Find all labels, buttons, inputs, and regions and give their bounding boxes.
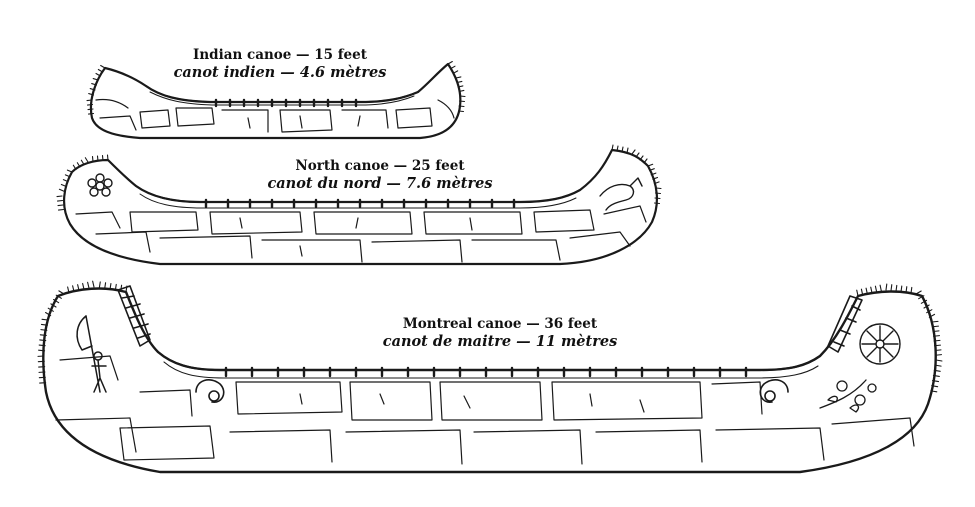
bow-fringe-stroke xyxy=(101,65,105,68)
bow-fringe-stroke xyxy=(89,114,94,115)
north-canoe-bark-panels xyxy=(76,206,646,262)
north-canoe-label-fr: canot du nord — 7.6 mètres xyxy=(250,175,510,193)
stern-fringe-stroke xyxy=(934,340,940,341)
montreal-canoe-flag-bearer-motif xyxy=(77,316,106,392)
bow-fringe-stroke xyxy=(59,210,64,211)
north-canoe-label-en: North canoe — 25 feet xyxy=(250,158,510,175)
stern-fringe-stroke xyxy=(886,284,887,290)
montreal-canoe-scroll-right xyxy=(760,380,788,402)
stern-fringe-stroke xyxy=(632,150,635,154)
stern-fringe-stroke xyxy=(880,285,881,291)
bow-fringe-stroke xyxy=(42,319,48,320)
bow-fringe-stroke xyxy=(88,109,93,110)
stern-fringe-stroke xyxy=(448,62,452,64)
bow-fringe-stroke xyxy=(41,324,47,325)
indian-canoe-caption: Indian canoe — 15 feet canot indien — 4.… xyxy=(150,47,410,82)
north-canoe-caption: North canoe — 25 feet canot du nord — 7.… xyxy=(250,158,510,193)
indian-canoe-gunwale xyxy=(146,86,418,102)
montreal-canoe-caption: Montreal canoe — 36 feet canot de maitre… xyxy=(350,316,650,351)
montreal-canoe-rosette-motif xyxy=(860,324,900,364)
montreal-canoe-lashing xyxy=(226,368,746,376)
bow-fringe-stroke xyxy=(40,335,46,336)
stern-fringe-stroke xyxy=(648,164,653,166)
stern-fringe-stroke xyxy=(932,321,938,322)
stern-fringe-stroke xyxy=(936,355,942,356)
stern-fringe-stroke xyxy=(456,77,461,78)
stern-fringe-stroke xyxy=(934,336,940,337)
bow-fringe-stroke xyxy=(39,345,45,346)
stern-fringe-stroke xyxy=(916,291,921,294)
indian-canoe-bark-panels xyxy=(96,99,454,132)
montreal-canoe-stern-post xyxy=(828,296,862,352)
bow-fringe-stroke xyxy=(99,282,100,288)
bow-fringe-stroke xyxy=(88,282,89,288)
bow-fringe-stroke xyxy=(41,330,47,331)
indian-canoe-label-en: Indian canoe — 15 feet xyxy=(150,47,410,64)
stern-fringe-stroke xyxy=(935,345,941,346)
stern-fringe-stroke xyxy=(857,290,858,296)
montreal-canoe-label-fr: canot de maitre — 11 mètres xyxy=(350,333,650,351)
stern-fringe-stroke xyxy=(935,350,941,351)
bow-fringe-stroke xyxy=(67,170,72,172)
bow-fringe-stroke xyxy=(57,196,62,197)
bow-fringe-stroke xyxy=(88,105,93,106)
bow-fringe-stroke xyxy=(58,201,63,202)
stern-fringe-stroke xyxy=(891,285,892,291)
north-canoe-flower-motif xyxy=(88,174,112,196)
stern-fringe-stroke xyxy=(933,331,939,332)
montreal-canoe xyxy=(38,281,942,472)
north-canoe-beaver-motif xyxy=(600,178,642,210)
stern-fringe-stroke xyxy=(933,326,939,327)
bow-fringe-stroke xyxy=(93,281,94,287)
stern-fringe-stroke xyxy=(875,286,876,292)
montreal-canoe-floral-motif xyxy=(820,380,876,412)
bow-fringe-stroke xyxy=(87,100,92,101)
bow-fringe-stroke xyxy=(40,340,46,341)
bow-fringe-stroke xyxy=(39,350,45,351)
stern-fringe-stroke xyxy=(936,360,942,361)
montreal-canoe-label-en: Montreal canoe — 36 feet xyxy=(350,316,650,333)
montreal-canoe-bow-post xyxy=(118,286,150,346)
indian-canoe-label-fr: canot indien — 4.6 mètres xyxy=(150,64,410,82)
bow-fringe-stroke xyxy=(59,189,64,191)
montreal-canoe-scroll-left xyxy=(196,380,224,402)
bow-fringe-stroke xyxy=(58,205,63,206)
bow-fringe-stroke xyxy=(85,158,88,162)
